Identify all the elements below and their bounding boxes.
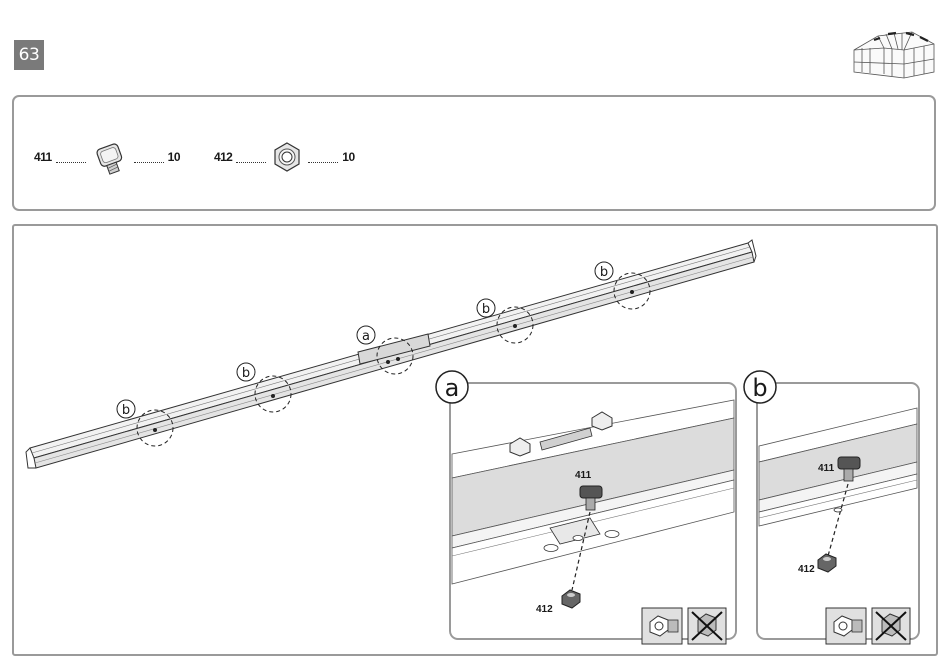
callout-label-b4: b	[595, 262, 613, 280]
callout-label-b3: b	[477, 299, 495, 317]
detail-a-panel: 411 412 a	[436, 371, 736, 644]
callout-label-b2: b	[237, 363, 255, 381]
no-tighten-icon	[872, 608, 910, 644]
detail-b-panel: 411 412 b	[744, 371, 919, 644]
detail-b-nut-label: 412	[798, 564, 815, 575]
svg-text:a: a	[362, 329, 370, 344]
detail-b-bolt-label: 411	[818, 463, 835, 474]
detail-a-bolt-label: 411	[575, 470, 592, 481]
wrench-nut-icon	[642, 608, 682, 644]
callout-label-b1: b	[117, 400, 135, 418]
svg-text:b: b	[482, 302, 490, 317]
detail-b-letter: b	[752, 374, 767, 402]
svg-text:b: b	[600, 265, 608, 280]
callout-label-a: a	[357, 326, 375, 344]
svg-text:b: b	[122, 403, 130, 418]
detail-a-nut-label: 412	[536, 604, 553, 615]
detail-a-letter: a	[445, 374, 460, 402]
svg-text:b: b	[242, 366, 250, 381]
no-tighten-icon	[688, 608, 726, 644]
wrench-nut-icon	[826, 608, 866, 644]
